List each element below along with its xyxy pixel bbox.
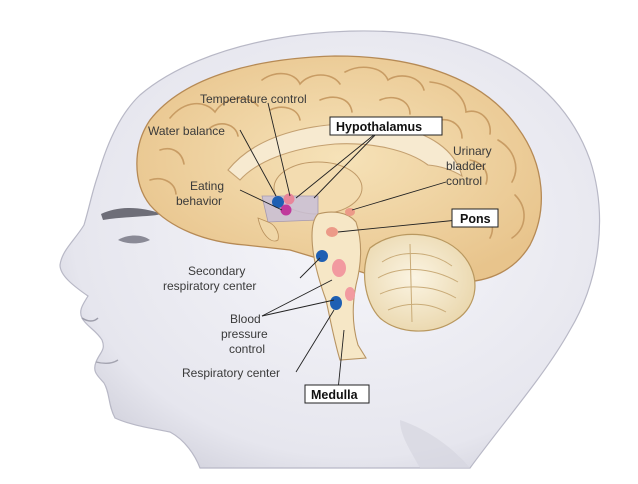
eyebrow-shape <box>101 208 162 220</box>
eating-label-line1: Eating <box>190 179 224 193</box>
medulla-label: Medulla <box>311 388 359 402</box>
pons-box <box>451 208 499 228</box>
secondary-label-line2: respiratory center <box>163 279 256 293</box>
pituitary <box>257 217 279 242</box>
neck-shading <box>400 420 470 468</box>
secondary-label-line1: Secondary <box>188 264 245 278</box>
eye-shape <box>118 235 150 244</box>
gyri-folds <box>149 66 525 267</box>
temperature-control-label: Temperature control <box>200 92 307 106</box>
cerebellum <box>363 233 476 332</box>
hypothalamus-label: Hypothalamus <box>336 120 422 134</box>
lips-line <box>95 359 119 365</box>
pons-inner-marker <box>332 259 346 277</box>
blood-label-line1: Blood <box>230 312 261 326</box>
eating-label-line2: behavior <box>176 194 222 208</box>
blood-pressure-marker <box>330 296 342 310</box>
blood-label-line2: pressure <box>221 327 268 341</box>
urinary-label-line1: Urinary <box>453 144 492 158</box>
eating-marker <box>280 204 292 216</box>
pons-marker <box>326 227 338 237</box>
respiratory-marker <box>345 287 355 301</box>
urinary-label-line2: bladder <box>446 159 486 173</box>
blood-label-line3: control <box>229 342 265 356</box>
brainstem <box>311 211 367 361</box>
water-balance-label: Water balance <box>148 124 225 138</box>
respiratory-center-label: Respiratory center <box>182 366 280 380</box>
urinary-label-line3: control <box>446 174 482 188</box>
hypothalamus-box <box>329 116 443 136</box>
temperature-marker <box>283 193 295 205</box>
water-balance-marker <box>272 196 284 208</box>
cerebellum-folia <box>377 243 459 323</box>
medulla-box <box>304 384 370 404</box>
nostril-shape <box>81 317 99 322</box>
pons-label: Pons <box>460 212 491 226</box>
